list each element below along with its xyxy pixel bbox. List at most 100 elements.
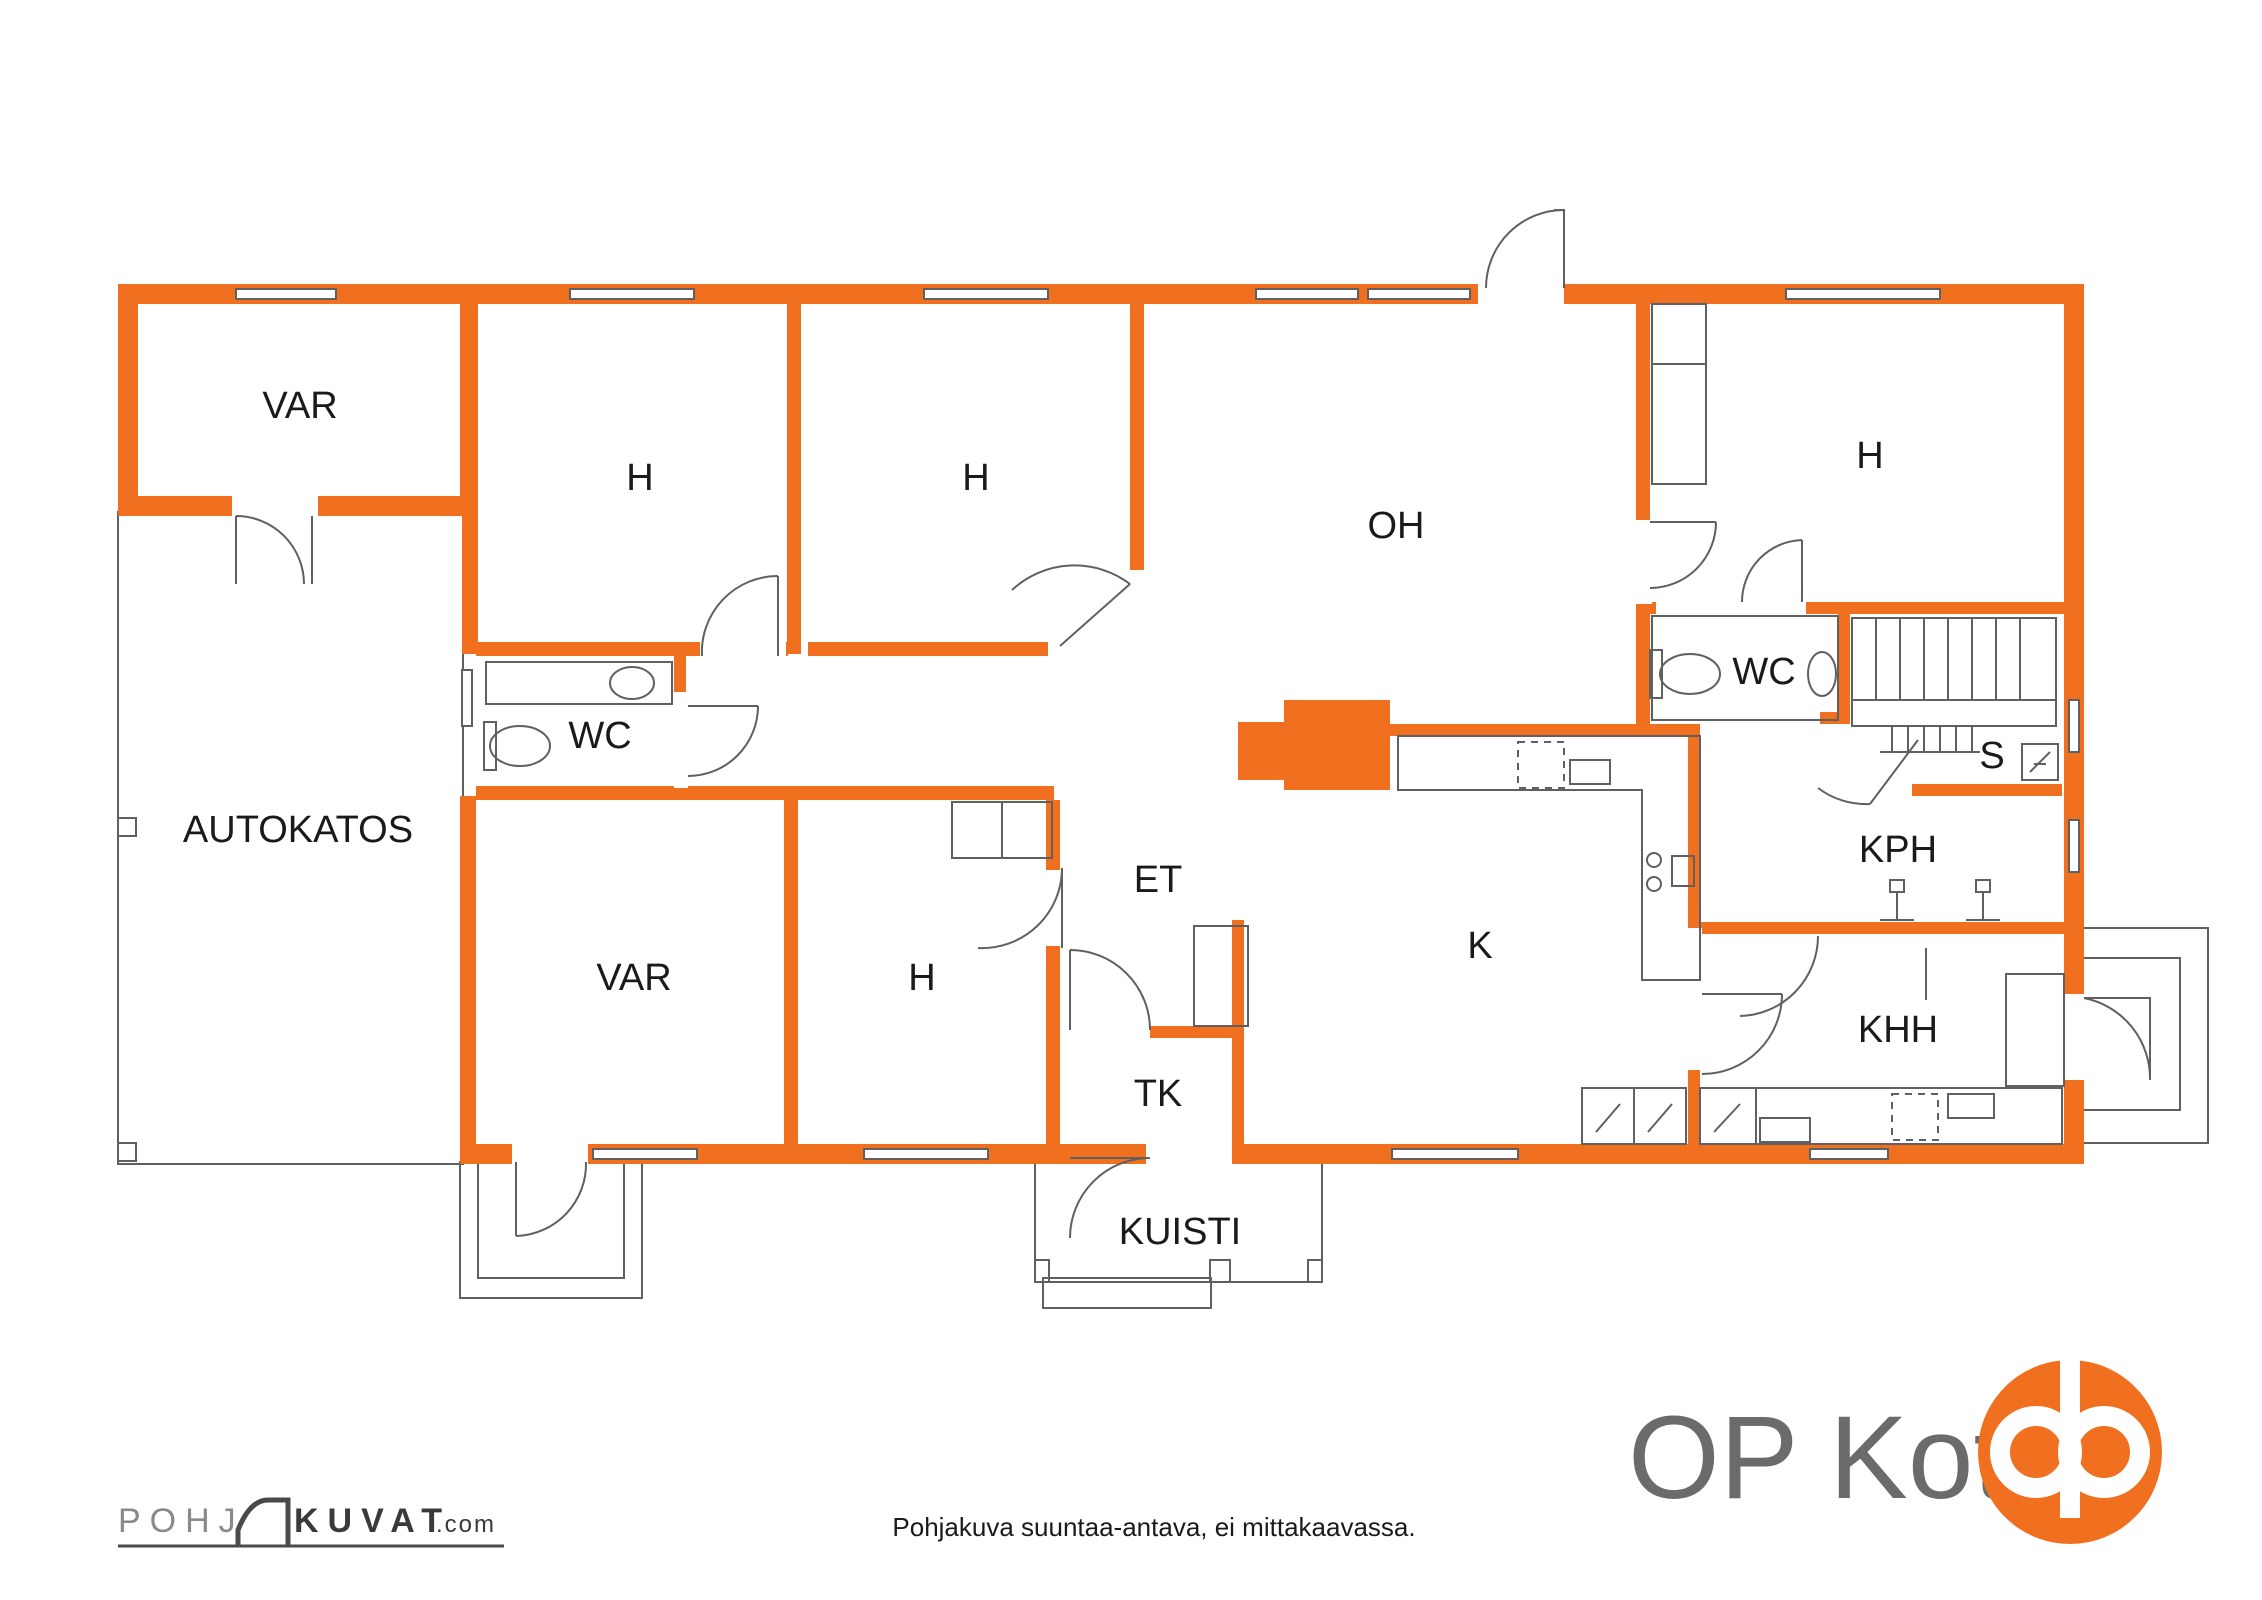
wc-right-door-opening	[1656, 600, 1806, 616]
disclaimer-caption: Pohjakuva suuntaa-antava, ei mittakaavas…	[892, 1512, 1415, 1542]
h1-door-opening	[700, 640, 786, 658]
door-swing	[1011, 564, 1131, 647]
wall-tk-right	[1232, 920, 1244, 1148]
openings	[232, 282, 2088, 1166]
window	[2068, 699, 2080, 753]
stove-burner-icon	[1646, 852, 1662, 868]
wall-var-left	[118, 284, 138, 516]
room-label-kph: KPH	[1859, 829, 1937, 871]
door-swing	[1817, 739, 1919, 806]
wall-khh-left	[1688, 1070, 1700, 1148]
wall-khh-top	[1800, 922, 2064, 934]
sauna-stove-icon	[2021, 743, 2059, 781]
toilet-icon	[489, 725, 551, 767]
door-swing	[1485, 209, 1565, 289]
room-label-wc-left: WC	[568, 715, 631, 757]
entrance-opening	[1478, 282, 1564, 306]
kph-door-opening	[1686, 928, 1702, 1004]
shower-pipe	[1966, 892, 2000, 921]
pohjakuvat-suffix: .com	[436, 1511, 496, 1538]
wall-h1-left	[462, 302, 478, 654]
door-swing	[235, 515, 305, 585]
room-label-autokatos: AUTOKATOS	[183, 809, 413, 851]
fixtures	[483, 303, 2065, 1145]
carport-post	[117, 1142, 137, 1162]
wall-kitchen-top	[1384, 724, 1700, 736]
wall-s-bottom	[1912, 784, 2062, 796]
kuisti-door-opening	[1146, 1144, 1232, 1166]
entry-door-opening	[512, 1144, 588, 1166]
toilet-tank	[483, 721, 497, 771]
h4-door-opening	[1046, 870, 1062, 946]
kuisti-post	[1034, 1259, 1050, 1283]
door-swing	[700, 574, 779, 657]
wc-room	[1651, 615, 1839, 721]
stove-burner-icon	[1646, 876, 1662, 892]
toilet-tank	[1649, 649, 1663, 699]
pohjakuvat-right: KUVAT	[294, 1502, 451, 1540]
carport-post	[117, 817, 137, 837]
sauna-stove-mark	[2029, 751, 2051, 773]
kitchen-sink-icon	[1569, 759, 1611, 785]
kuisti-post	[1307, 1259, 1323, 1283]
entry-porch-inner	[477, 1161, 625, 1279]
sink-icon	[609, 666, 655, 700]
vanity	[485, 661, 673, 705]
window	[2068, 819, 2080, 873]
door-swing	[687, 705, 759, 777]
room-label-s: S	[1979, 735, 2004, 777]
wardrobe	[1651, 303, 1707, 485]
sink-icon	[1807, 651, 1837, 697]
door-swing	[1701, 993, 1783, 1075]
room-label-h-3: H	[1856, 435, 1883, 477]
tk-door-opening	[1060, 1026, 1150, 1040]
wall-h2-right	[1130, 302, 1144, 570]
wall-wc-bottom	[476, 786, 1054, 800]
room-label-k: K	[1467, 925, 1492, 967]
kuisti-post	[1209, 1259, 1231, 1283]
door-swing	[2083, 997, 2152, 1081]
window	[1367, 288, 1471, 300]
kuisti-step	[1042, 1277, 1212, 1309]
window	[1255, 288, 1359, 300]
room-label-h-2: H	[962, 457, 989, 499]
side-entry-opening	[2062, 994, 2088, 1080]
side-entry-inner	[2079, 957, 2181, 1111]
room-labels: VAR H H OH H WC AUTOKATOS VAR H ET TK KU…	[183, 385, 2005, 1253]
op-logo-stem	[2060, 1360, 2080, 1518]
door-swings	[235, 209, 2152, 1239]
appliance	[1759, 1117, 1811, 1143]
wall-var-h-divider	[784, 800, 798, 1146]
room-label-tk: TK	[1134, 1073, 1183, 1115]
shower-head-icon	[1889, 879, 1905, 893]
window	[461, 669, 473, 727]
appliance	[1517, 741, 1565, 789]
door-swing	[1069, 949, 1151, 1031]
room-label-khh: KHH	[1858, 1009, 1938, 1051]
wall-h3-bottom-left	[1636, 602, 1658, 614]
room-label-var-top: VAR	[262, 385, 337, 427]
door-swing	[1739, 935, 1819, 1017]
window	[863, 1148, 989, 1160]
h2-door-opening	[1048, 640, 1134, 658]
pohjakuvat-left: POHJ	[118, 1502, 245, 1540]
appliance	[1891, 1093, 1939, 1141]
oven	[1671, 855, 1695, 887]
fireplace	[1284, 700, 1390, 790]
window	[1391, 1148, 1519, 1160]
window	[923, 288, 1049, 300]
window	[569, 288, 695, 300]
window	[235, 288, 337, 300]
window	[1809, 1148, 1889, 1160]
var-door-opening	[232, 494, 318, 518]
wall-stair-step	[1820, 712, 1850, 724]
room-label-oh: OH	[1368, 505, 1425, 547]
door-swing	[1649, 521, 1717, 589]
wall-h2-bottom	[808, 642, 1060, 656]
wall-stair-left	[1838, 614, 1850, 720]
wall-h1-right	[787, 302, 801, 654]
h3-door-opening	[1634, 520, 1652, 604]
room-label-h-4: H	[908, 957, 935, 999]
op-koti-branding: OP Koti	[1628, 1360, 2162, 1544]
stair-treads	[1852, 618, 2056, 701]
